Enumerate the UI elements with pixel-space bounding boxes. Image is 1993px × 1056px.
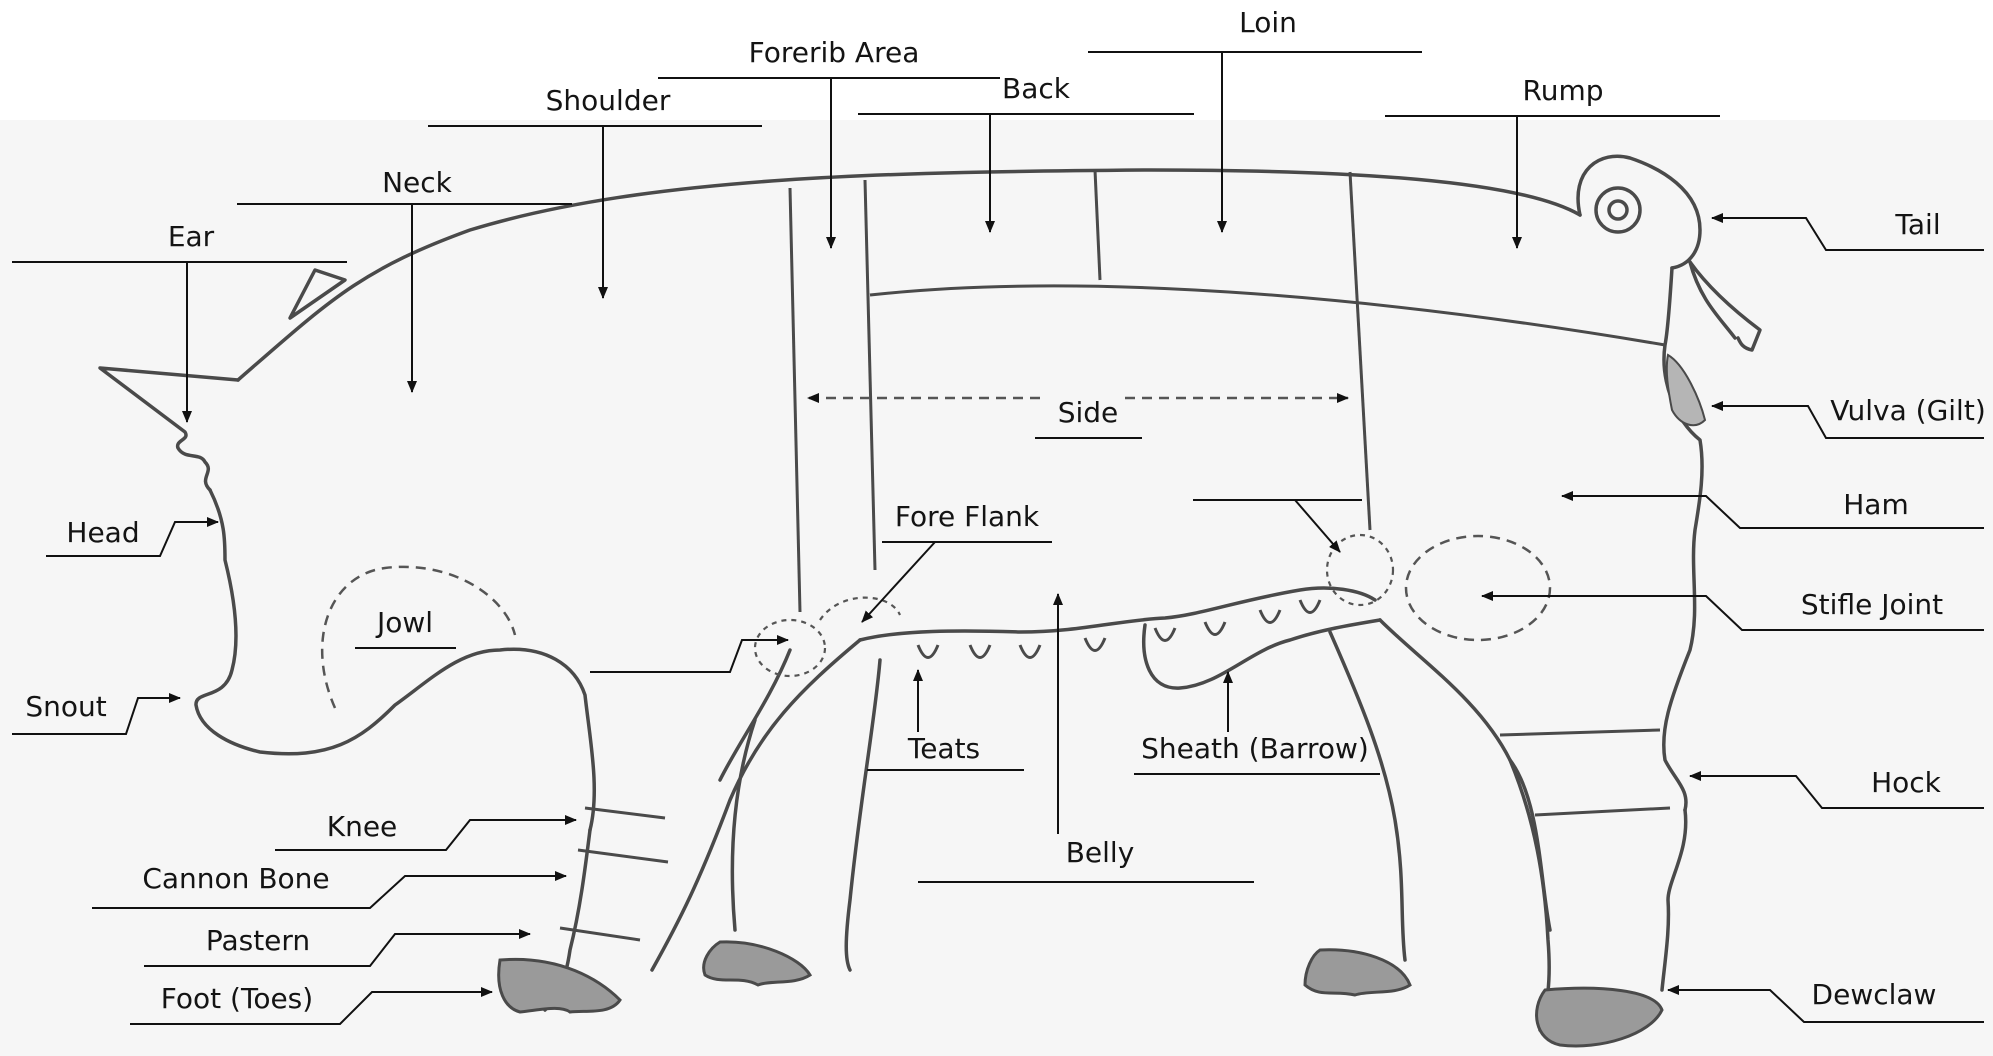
label-cannon-bone: Cannon Bone <box>92 862 566 908</box>
svg-text:Ear: Ear <box>168 220 215 253</box>
label-dewclaw: Dewclaw <box>1668 978 1984 1022</box>
teats-region <box>820 598 900 620</box>
label-side: Side <box>1035 396 1142 438</box>
label-knee: Knee <box>275 810 576 850</box>
svg-text:Forerib Area: Forerib Area <box>749 36 920 69</box>
svg-text:Neck: Neck <box>382 166 453 199</box>
svg-text:Jowl: Jowl <box>375 606 433 639</box>
svg-text:Vulva (Gilt): Vulva (Gilt) <box>1830 394 1986 427</box>
svg-text:Sheath (Barrow): Sheath (Barrow) <box>1141 732 1369 765</box>
svg-text:Snout: Snout <box>25 690 106 723</box>
label-snout: Snout <box>12 690 180 734</box>
label-ear: Ear <box>12 220 347 422</box>
hind-hoof <box>1305 950 1410 995</box>
svg-text:Foot (Toes): Foot (Toes) <box>161 982 313 1015</box>
svg-text:Stifle Joint: Stifle Joint <box>1801 588 1943 621</box>
label-foot-toes: Foot (Toes) <box>130 982 492 1024</box>
svg-text:Dewclaw: Dewclaw <box>1812 978 1937 1011</box>
svg-text:Pastern: Pastern <box>206 924 310 957</box>
teats-row <box>918 600 1320 658</box>
pig-body-outline <box>100 156 1760 1030</box>
svg-text:Side: Side <box>1058 396 1119 429</box>
svg-text:Belly: Belly <box>1066 836 1135 869</box>
hind-far-hoof <box>1537 988 1662 1046</box>
svg-text:Loin: Loin <box>1239 6 1297 39</box>
label-pastern: Pastern <box>144 924 530 966</box>
label-teats: Teats <box>867 670 1024 770</box>
svg-text:Ham: Ham <box>1843 488 1909 521</box>
svg-text:Knee: Knee <box>327 810 398 843</box>
label-neck: Neck <box>237 166 572 392</box>
svg-text:Cannon Bone: Cannon Bone <box>142 862 329 895</box>
front-far-hoof <box>704 942 810 985</box>
label-rump: Rump <box>1385 74 1720 248</box>
svg-text:Hock: Hock <box>1871 766 1942 799</box>
stifle-joint-region <box>1406 536 1550 640</box>
label-stifle-joint: Stifle Joint <box>1482 588 1984 630</box>
blank-label-front <box>590 640 788 672</box>
vulva-shape <box>1667 355 1705 425</box>
hooves <box>499 942 1662 1046</box>
label-jowl: Jowl <box>355 606 456 648</box>
front-hoof <box>499 959 620 1012</box>
label-hock: Hock <box>1690 766 1984 808</box>
svg-text:Back: Back <box>1002 72 1071 105</box>
label-fore-flank: Fore Flank <box>862 500 1052 622</box>
label-vulva-gilt: Vulva (Gilt) <box>1712 394 1986 438</box>
svg-text:Teats: Teats <box>907 732 980 765</box>
label-back: Back <box>858 72 1194 232</box>
label-shoulder: Shoulder <box>428 84 762 298</box>
label-loin: Loin <box>1088 6 1422 232</box>
fore-flank-region <box>755 620 825 676</box>
label-head: Head <box>46 516 218 556</box>
svg-text:Tail: Tail <box>1894 208 1940 241</box>
svg-text:Rump: Rump <box>1523 74 1604 107</box>
label-tail: Tail <box>1712 208 1984 250</box>
svg-text:Shoulder: Shoulder <box>546 84 671 117</box>
label-ham: Ham <box>1562 488 1984 528</box>
svg-text:Fore Flank: Fore Flank <box>895 500 1040 533</box>
svg-text:Head: Head <box>66 516 139 549</box>
label-forerib-area: Forerib Area <box>658 36 1000 248</box>
